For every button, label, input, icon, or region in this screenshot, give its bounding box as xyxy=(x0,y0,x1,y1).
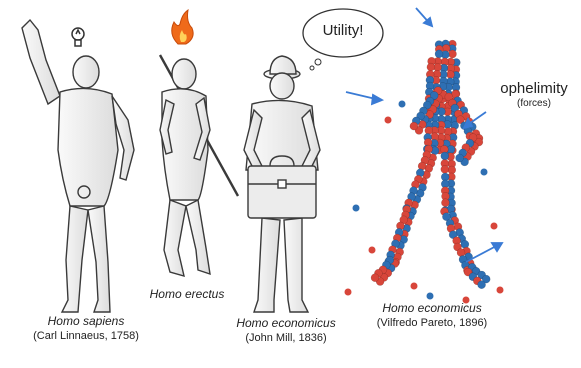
arrow-top-icon xyxy=(416,8,432,26)
caption-credit: (Carl Linnaeus, 1758) xyxy=(16,330,156,342)
sphere xyxy=(478,281,486,289)
caption-credit: (John Mill, 1836) xyxy=(224,332,348,344)
loose-sphere xyxy=(399,101,406,108)
sphere xyxy=(447,71,455,79)
caption-name: Homo sapiens xyxy=(16,314,156,328)
sphere xyxy=(441,165,449,173)
sphere xyxy=(449,50,457,58)
sphere xyxy=(371,274,379,282)
loose-sphere xyxy=(345,289,352,296)
loose-sphere xyxy=(385,117,392,124)
caption-name: Homo erectus xyxy=(132,287,242,301)
homo-erectus-figure xyxy=(160,55,238,276)
loose-sphere xyxy=(497,287,504,294)
caption-homo-sapiens: Homo sapiens (Carl Linnaeus, 1758) xyxy=(16,314,156,342)
flame-icon xyxy=(172,10,193,44)
sphere xyxy=(427,63,435,71)
ophelimity-annotation: ophelimity (forces) xyxy=(486,80,581,109)
loose-sphere xyxy=(369,247,376,254)
caption-homo-economicus-mill: Homo economicus (John Mill, 1836) xyxy=(224,316,348,344)
lightbulb-icon xyxy=(72,28,84,46)
speech-bubble xyxy=(303,9,383,70)
homo-economicus-pareto-figure xyxy=(345,40,504,304)
sphere xyxy=(435,50,443,58)
caption-credit: (Vilfredo Pareto, 1896) xyxy=(354,317,510,329)
speech-bubble-text: Utility! xyxy=(303,22,383,39)
ophelimity-label: ophelimity xyxy=(486,80,581,97)
arrow-bottom-icon xyxy=(466,243,502,262)
arrow-left-icon xyxy=(346,92,382,104)
homo-sapiens-figure xyxy=(22,20,134,312)
loose-sphere xyxy=(491,223,498,230)
sphere xyxy=(441,199,449,207)
sphere xyxy=(441,152,449,160)
sphere xyxy=(456,154,464,162)
briefcase-icon xyxy=(248,156,316,218)
caption-name: Homo economicus xyxy=(354,301,510,315)
caption-homo-economicus-pareto: Homo economicus (Vilfredo Pareto, 1896) xyxy=(354,301,510,329)
loose-sphere xyxy=(427,293,434,300)
loose-sphere xyxy=(411,283,418,290)
sphere xyxy=(410,122,418,130)
loose-sphere xyxy=(353,205,360,212)
forces-label: (forces) xyxy=(486,98,581,109)
caption-name: Homo economicus xyxy=(224,316,348,330)
loose-sphere xyxy=(481,169,488,176)
caption-homo-erectus: Homo erectus xyxy=(132,287,242,301)
